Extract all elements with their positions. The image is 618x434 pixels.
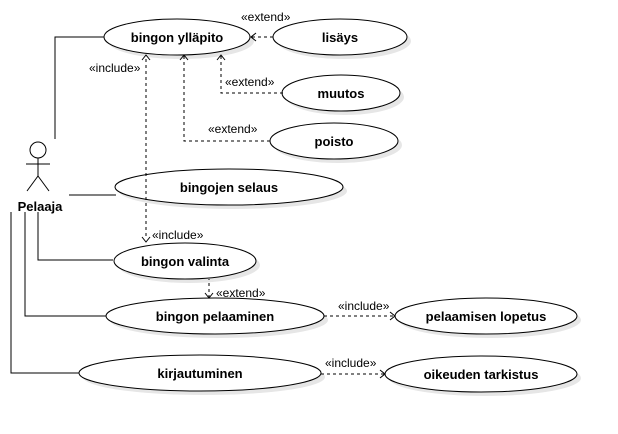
usecase-oikeuden-tarkistus[interactable]: oikeuden tarkistus [384,355,581,396]
include-kirjautuminen-to-tarkistus: «include» [321,356,386,379]
usecase-label: kirjautuminen [157,366,242,381]
usecase-bingon-valinta[interactable]: bingon valinta [113,242,260,283]
actor-head [29,141,47,159]
usecase-label: muutos [318,86,365,101]
include-label: «include» [325,356,377,370]
usecase-label: pelaamisen lopetus [426,309,547,324]
assoc-valinta [37,212,113,261]
usecase-label: lisäys [322,30,358,45]
assoc-yllapito [54,36,108,139]
extend-lisays-to-yllapito: «extend» [241,10,291,42]
actor-label: Pelaaja [18,199,64,214]
usecase-kirjautuminen[interactable]: kirjautuminen [78,354,325,395]
extend-muutos-to-yllapito: «extend» [216,54,283,94]
assoc-pelaaminen [24,212,108,317]
usecase-label: oikeuden tarkistus [424,367,539,382]
usecase-pelaamisen-lopetus[interactable]: pelaamisen lopetus [394,297,581,338]
assoc-kirjautuminen [10,212,83,374]
actor-pelaaja[interactable]: Pelaaja [18,141,64,214]
usecase-muutos[interactable]: muutos [281,74,404,115]
usecase-label: bingojen selaus [180,180,278,195]
usecase-bingojen-selaus[interactable]: bingojen selaus [114,168,347,209]
extend-label: «extend» [225,75,275,89]
usecase-label: bingon valinta [141,254,230,269]
extend-pelaaminen-to-valinta: «extend» [204,279,266,300]
usecase-lisays[interactable]: lisäys [272,18,411,59]
extend-label: «extend» [208,122,258,136]
include-label: «include» [338,299,390,313]
actor-left-leg [26,175,39,192]
extend-label: «extend» [216,286,266,300]
usecase-bingon-pelaaminen[interactable]: bingon pelaaminen [105,297,328,338]
include-valinta-to-yllapito: «include» «include» [89,54,204,243]
usecase-label: poisto [315,134,354,149]
usecase-label: bingon pelaaminen [156,309,275,324]
actor-right-leg [37,175,50,192]
include-label: «include» [89,61,141,75]
extend-label: «extend» [241,10,291,24]
extend-poisto-to-yllapito: «extend» [179,54,270,142]
usecase-poisto[interactable]: poisto [269,122,402,163]
usecase-bingon-yllapito[interactable]: bingon ylläpito [103,18,254,59]
include-pelaaminen-to-lopetus: «include» [324,299,396,321]
usecase-label: bingon ylläpito [131,30,223,45]
include-label: «include» [152,228,204,242]
